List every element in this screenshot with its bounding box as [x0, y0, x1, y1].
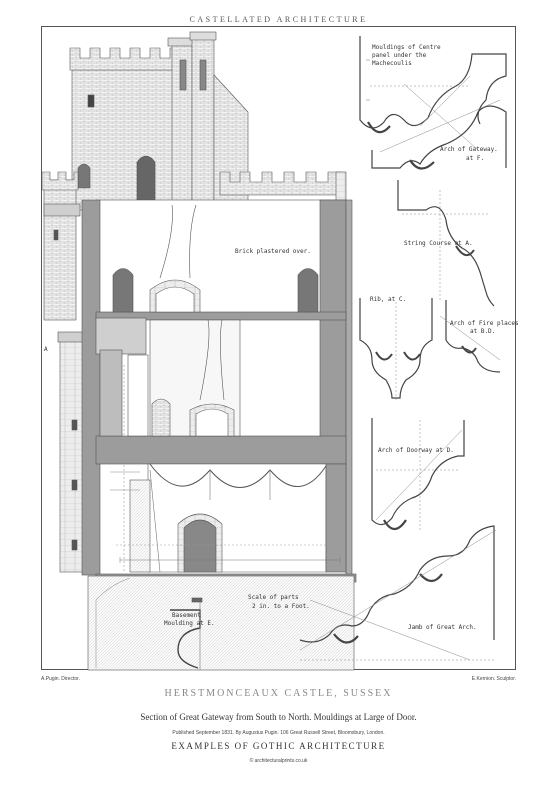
- dimension-lines: [119, 59, 370, 563]
- label-panel-under: panel under the: [372, 52, 427, 59]
- label-jamb-great-arch: Jamb of Great Arch.: [408, 624, 477, 631]
- label-brick-plastered: Brick plastered over.: [235, 248, 311, 255]
- label-arch-gateway-ref: at F.: [466, 155, 485, 162]
- plate-header: CASTELLATED ARCHITECTURE: [189, 15, 368, 24]
- label-mouldings-centre: Mouldings of Centre: [372, 44, 441, 51]
- publication-line: Published September 1831. By Augustus Pu…: [172, 730, 385, 736]
- credit-sculptor: E.Kernion. Sculptor.: [471, 676, 516, 682]
- label-machecoulis: Machecoulis: [372, 60, 412, 67]
- basement-area: [87, 575, 355, 671]
- label-arch-doorway: Arch of Doorway at D.: [378, 447, 454, 454]
- series-title: EXAMPLES OF GOTHIC ARCHITECTURE: [171, 741, 386, 751]
- castle-section: [41, 31, 357, 583]
- section-title: Section of Great Gateway from South to N…: [140, 712, 417, 722]
- label-string-course: String Course at A.: [404, 240, 473, 247]
- label-marker-a: A: [44, 346, 48, 353]
- castle-title: HERSTMONCEAUX CASTLE, SUSSEX: [164, 688, 393, 699]
- website-credit: © architecturalprints.co.uk: [249, 758, 308, 764]
- credit-director: A.Pugin. Director.: [41, 676, 80, 682]
- label-rib: Rib, at C.: [370, 296, 407, 303]
- label-arch-gateway: Arch of Gateway.: [440, 146, 498, 153]
- label-arch-fire-ref: at B.D.: [470, 328, 496, 335]
- label-scale-parts: Scale of parts: [248, 594, 299, 601]
- label-arch-fire: Arch of Fire places: [450, 320, 519, 327]
- label-basement: Basement: [172, 612, 201, 619]
- label-scale-value: 2 in. to a Foot.: [252, 603, 310, 610]
- label-moulding-e: Moulding at E.: [164, 620, 215, 627]
- moulding-profiles: [299, 36, 507, 661]
